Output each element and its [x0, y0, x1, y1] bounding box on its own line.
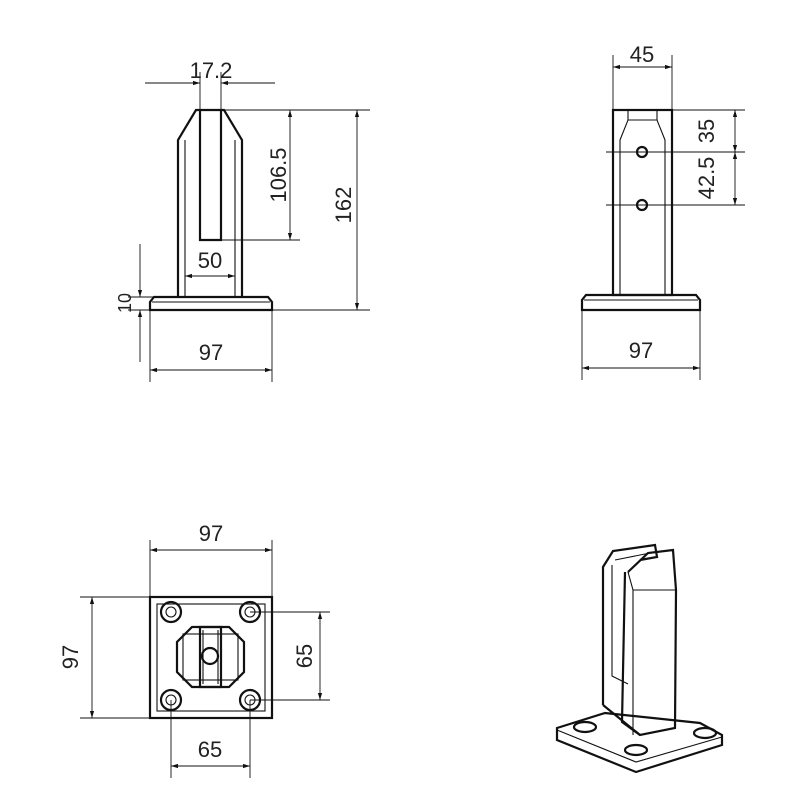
dimension-base-thickness: 10 — [115, 244, 154, 362]
iso-mount-hole — [692, 726, 718, 740]
side-view: 45 35 42.5 97 — [580, 42, 745, 380]
dimension-slot-width: 17.2 — [145, 58, 275, 110]
iso-clamp-back — [601, 543, 659, 705]
plate-outline — [148, 595, 274, 720]
front-view: 17.2 106.5 162 50 10 97 — [115, 58, 370, 382]
dim-base-width: 97 — [199, 340, 223, 365]
dimension-total-height: 162 — [272, 110, 370, 311]
dim-plate-height: 97 — [58, 645, 83, 669]
dimension-slot-depth: 106.5 — [221, 109, 370, 241]
dim-base-thickness: 10 — [115, 293, 135, 313]
dimension-plate-width: 97 — [149, 521, 273, 597]
iso-post-chamfer-edge — [627, 571, 634, 591]
isometric-view — [555, 543, 724, 774]
dimension-base-width: 97 — [149, 310, 273, 382]
dimension-hole-spacing-h: 65 — [170, 700, 251, 778]
dimension-hole-positions: 35 42.5 — [606, 109, 745, 206]
top-view: 97 97 65 65 — [58, 521, 330, 778]
dim-hole-spacing-v: 65 — [292, 644, 317, 668]
iso-clamp-bottom-edge — [602, 704, 641, 736]
post-outline — [176, 108, 244, 296]
post-section — [175, 625, 246, 689]
dimension-post-depth: 45 — [612, 42, 673, 110]
base-plate — [148, 295, 274, 312]
glass-slot — [198, 110, 223, 242]
dimension-base-width: 97 — [581, 310, 701, 380]
dim-hole-offset-top: 35 — [694, 119, 719, 143]
iso-base-edge — [556, 729, 723, 763]
plate-inner-edge — [156, 603, 266, 712]
dimension-hole-spacing-v: 65 — [250, 611, 330, 701]
post-inner-section — [182, 633, 239, 681]
iso-base — [555, 711, 724, 774]
dim-post-depth: 45 — [630, 42, 654, 67]
dim-plate-width: 97 — [199, 521, 223, 546]
iso-clamp-top-edge — [614, 552, 651, 561]
center-hole — [200, 646, 220, 666]
mount-holes — [159, 600, 262, 712]
dim-post-width: 50 — [198, 248, 222, 273]
iso-mount-hole — [572, 720, 598, 734]
dimension-post-width: 50 — [185, 248, 235, 279]
dim-total-height: 162 — [331, 187, 356, 224]
dim-hole-spacing-h: 65 — [198, 737, 222, 762]
dimension-plate-height: 97 — [58, 596, 150, 719]
iso-mount-hole — [623, 743, 649, 757]
post-outline — [611, 108, 674, 297]
dim-slot-depth: 106.5 — [266, 147, 291, 202]
dim-hole-spacing: 42.5 — [694, 157, 719, 200]
post-chamfer-lines — [619, 119, 666, 295]
glass-slot — [198, 625, 223, 689]
base-plate — [580, 293, 702, 312]
dim-base-width: 97 — [629, 338, 653, 363]
dim-slot-width: 17.2 — [190, 58, 233, 83]
